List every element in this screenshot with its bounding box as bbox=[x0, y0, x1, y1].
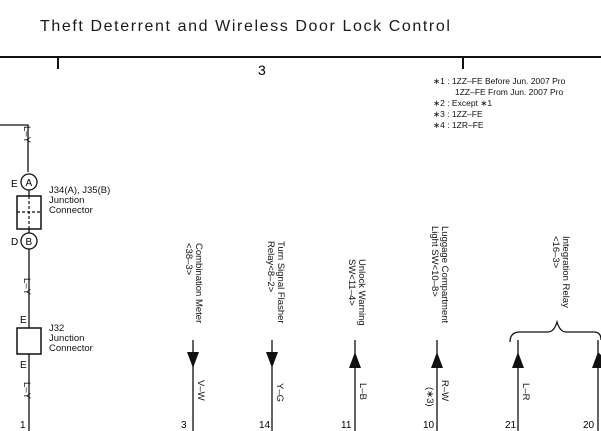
note-star3: (∗3) bbox=[424, 387, 435, 407]
note-3: ∗3 : 1ZZ–FE bbox=[433, 109, 483, 119]
j32-pin-top: E bbox=[20, 315, 27, 326]
terminal-11: 11 bbox=[341, 420, 352, 431]
junction-j32-box bbox=[16, 327, 42, 355]
notes-block: ∗1 : 1ZZ–FE Before Jun. 2007 Pro 1ZZ–FE … bbox=[433, 76, 565, 131]
terminal-21: 21 bbox=[505, 420, 517, 431]
wire-label-bottom: L–Y bbox=[21, 382, 32, 399]
terminal-14: 14 bbox=[259, 420, 271, 431]
terminal-10: 10 bbox=[423, 420, 435, 431]
wire-l-b: L–B bbox=[357, 383, 368, 400]
integration-relay-bracket bbox=[509, 319, 601, 343]
wire-label-top: L–Y bbox=[21, 126, 32, 143]
terminal-20: 20 bbox=[583, 420, 595, 431]
left-wire-top bbox=[0, 124, 29, 172]
wire-l-r: L–R bbox=[520, 383, 531, 401]
pin-b-side: D bbox=[11, 237, 18, 248]
junction-j34-label: J34(A), J35(B) Junction Connector bbox=[49, 185, 111, 216]
note-1: ∗1 : 1ZZ–FE Before Jun. 2007 Pro bbox=[433, 76, 566, 86]
wire-v-w: V–W bbox=[195, 380, 206, 401]
pin-a-side: E bbox=[11, 179, 18, 190]
arrow-up-integration-relay-21 bbox=[512, 352, 524, 368]
wire-label-mid: L–Y bbox=[21, 278, 32, 295]
label-integration-relay: Integration Relay <16–3> bbox=[550, 236, 571, 308]
terminal-3: 3 bbox=[181, 420, 187, 431]
label-turn-signal-flasher: Turn Signal Flasher Relay<8–2> bbox=[265, 241, 286, 324]
arrow-down-turn-signal bbox=[266, 352, 278, 368]
note-1b: 1ZZ–FE From Jun. 2007 Pro bbox=[455, 87, 564, 97]
sheet-number: 3 bbox=[258, 62, 266, 78]
arrow-down-combination-meter bbox=[187, 352, 199, 368]
left-terminal: 1 bbox=[20, 420, 26, 431]
label-luggage-compartment: Luggage Compartment Light SW<10–8> bbox=[429, 226, 450, 324]
wire-y-g: Y–G bbox=[274, 383, 285, 403]
note-2: ∗2 : Except ∗1 bbox=[433, 98, 493, 108]
note-4: ∗4 : 1ZR–FE bbox=[433, 120, 484, 130]
pin-b-letter: B bbox=[26, 237, 33, 248]
wire-r-w: R–W bbox=[439, 380, 450, 402]
label-combination-meter: Combination Meter <38–3> bbox=[183, 243, 204, 324]
arrow-up-unlock-warning bbox=[349, 352, 361, 368]
arrow-up-luggage-light bbox=[431, 352, 443, 368]
page-title: Theft Deterrent and Wireless Door Lock C… bbox=[40, 18, 452, 35]
arrow-up-integration-relay-20 bbox=[592, 352, 601, 368]
junction-j32-label: J32 Junction Connector bbox=[49, 323, 93, 354]
pin-a-letter: A bbox=[26, 178, 33, 189]
j32-pin-bottom: E bbox=[20, 360, 27, 371]
label-unlock-warning: Unlock Warning SW<11–4> bbox=[346, 259, 367, 326]
